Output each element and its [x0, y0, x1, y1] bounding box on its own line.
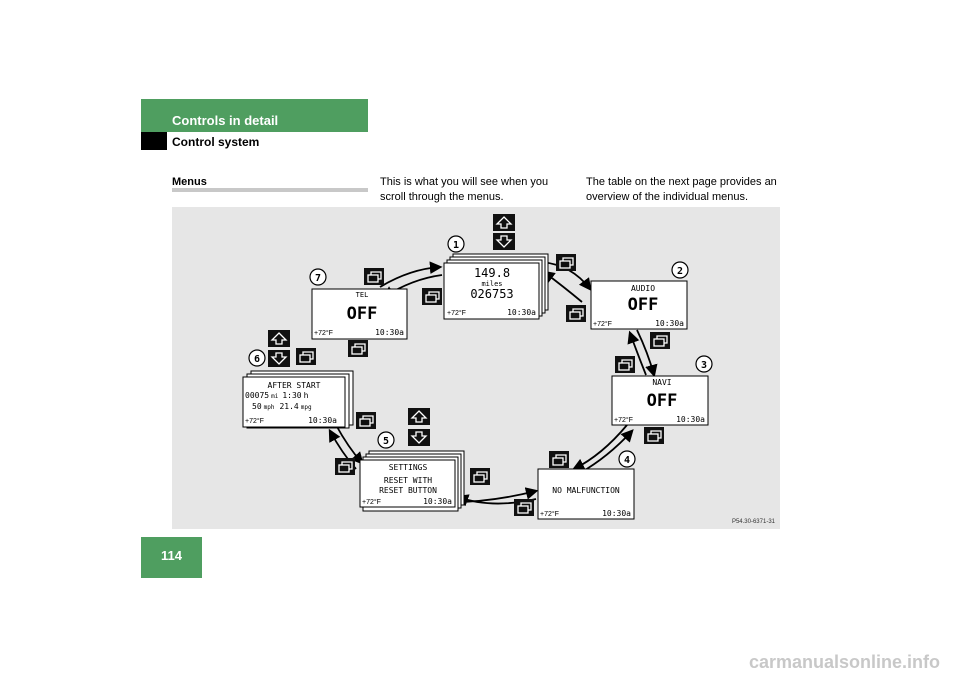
callout-1: 1: [453, 240, 459, 251]
settings-line-2: RESET WITH: [384, 476, 432, 485]
temperature: +72°F: [245, 417, 264, 425]
menu-button-icon: [513, 498, 535, 517]
settings-line-3: RESET BUTTON: [379, 486, 437, 495]
callout-6: 6: [254, 354, 260, 365]
callout-3: 3: [701, 360, 707, 371]
screen-2-audio: AUDIO OFF +72°F 10:30a: [590, 280, 688, 330]
temperature: +72°F: [593, 320, 612, 328]
navi-status: OFF: [647, 391, 678, 411]
down-button-icon: [267, 349, 291, 368]
menu-button-icon: [614, 355, 636, 374]
menu-button-icon: [334, 457, 356, 476]
menu-button-icon: [555, 253, 577, 272]
temperature: +72°F: [447, 309, 466, 317]
footer-watermark: carmanualsonline.info: [748, 652, 940, 672]
section-marker: [141, 132, 167, 150]
heading-rule: [172, 188, 368, 192]
page-number: 114: [161, 548, 182, 563]
audio-title: AUDIO: [631, 284, 655, 293]
tel-status: OFF: [347, 304, 378, 324]
trip-unit: miles: [481, 280, 502, 288]
intro-text-right: The table on the next page provides an o…: [586, 176, 777, 203]
menu-button-icon: [548, 450, 570, 469]
down-button-icon: [492, 232, 516, 251]
page-number-tab: [141, 537, 202, 578]
clock: 10:30a: [423, 497, 452, 506]
screen-5-settings: SETTINGS RESET WITH RESET BUTTON +72°F 1…: [359, 450, 465, 512]
down-button-icon: [407, 428, 431, 447]
clock: 10:30a: [507, 308, 536, 317]
chapter-header-bar: [141, 99, 368, 132]
temperature: +72°F: [314, 329, 333, 337]
temperature: +72°F: [540, 510, 559, 518]
screen-4-malfunction: NO MALFUNCTION +72°F 10:30a: [537, 468, 635, 520]
menu-diagram: 149.8 miles 026753 +72°F 10:30a AUDIO OF…: [172, 207, 780, 529]
settings-title: SETTINGS: [389, 463, 428, 472]
trip-value: 149.8: [474, 266, 510, 280]
menu-button-icon: [347, 339, 369, 358]
clock: 10:30a: [655, 319, 684, 328]
callout-5: 5: [383, 436, 389, 447]
callout-7: 7: [315, 273, 321, 284]
callouts: 1 2 3 4 5 6 7: [248, 235, 713, 468]
section-title: Control system: [172, 135, 260, 149]
menu-button-icon: [355, 411, 377, 430]
temperature: +72°F: [614, 416, 633, 424]
menu-button-icon: [469, 467, 491, 486]
intro-text-left: This is what you will see when you scrol…: [380, 176, 549, 203]
menu-button-icon: [649, 331, 671, 350]
malfunction-message: NO MALFUNCTION: [552, 486, 620, 495]
navi-title: NAVI: [652, 378, 671, 387]
up-button-icon: [492, 213, 516, 232]
callout-2: 2: [677, 266, 683, 277]
menu-button-icon: [363, 267, 385, 286]
clock: 10:30a: [308, 416, 337, 425]
tel-title: TEL: [356, 291, 369, 299]
up-button-icon: [267, 329, 291, 348]
audio-status: OFF: [628, 295, 659, 315]
clock: 10:30a: [676, 415, 705, 424]
chapter-title: Controls in detail: [172, 113, 279, 128]
screen-7-tel: TEL OFF +72°F 10:30a: [311, 288, 408, 340]
menu-button-icon: [565, 304, 587, 323]
menu-button-icon: [643, 426, 665, 445]
figure-id: P54.30-6371-31: [732, 519, 776, 525]
menu-button-icon: [295, 347, 317, 366]
after-start-title: AFTER START: [268, 381, 321, 390]
screen-3-navi: NAVI OFF +72°F 10:30a: [611, 375, 709, 426]
menu-button-icon: [421, 287, 443, 306]
up-button-icon: [407, 407, 431, 426]
screen-1-trip: 149.8 miles 026753 +72°F 10:30a: [443, 253, 549, 320]
callout-4: 4: [624, 455, 630, 466]
clock: 10:30a: [375, 328, 404, 337]
menus-heading: Menus: [172, 176, 207, 188]
odometer-value: 026753: [470, 287, 513, 301]
clock: 10:30a: [602, 509, 631, 518]
temperature: +72°F: [362, 498, 381, 506]
